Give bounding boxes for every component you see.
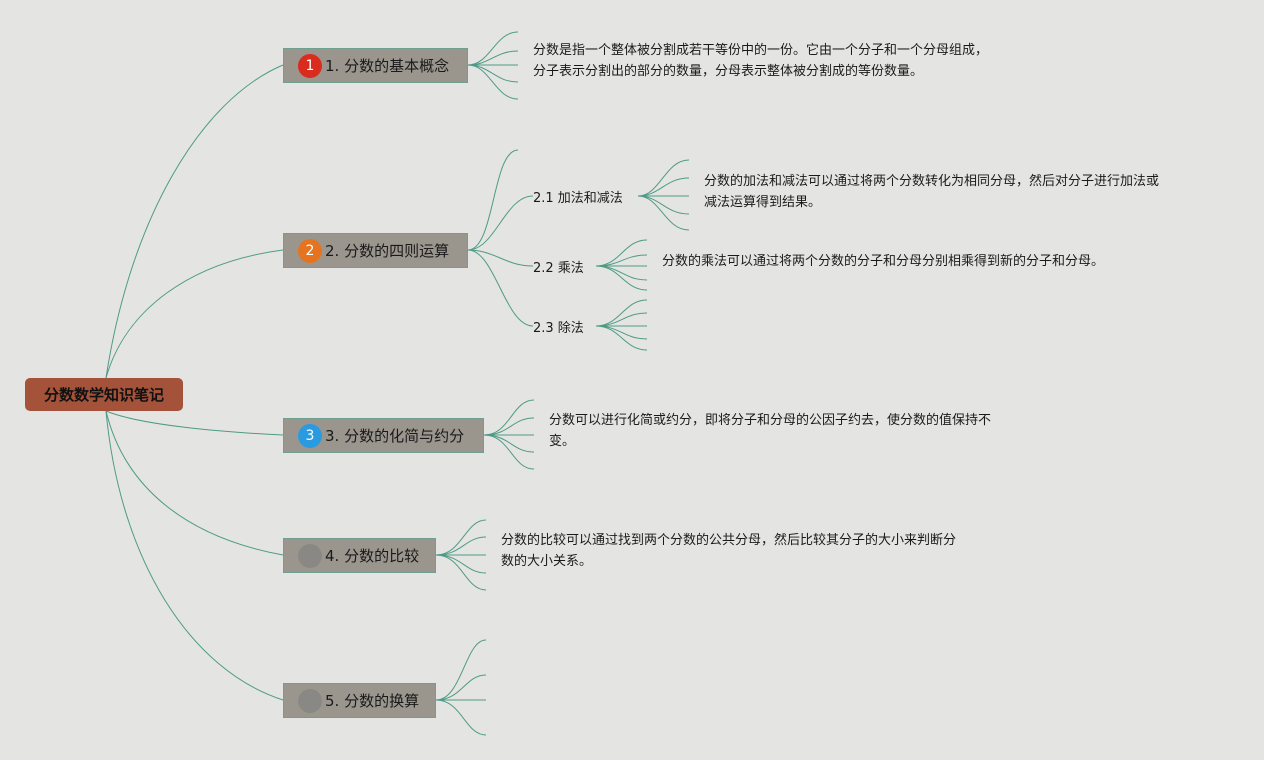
- topic-4[interactable]: 4 4. 分数的比较: [283, 538, 436, 573]
- topic-5[interactable]: 5 5. 分数的换算: [283, 683, 436, 718]
- link-root-topic-5: [105, 410, 284, 701]
- subtopic-2-2-note: 分数的乘法可以通过将两个分数的分子和分母分别相乘得到新的分子和分母。: [662, 251, 1104, 272]
- topic-3[interactable]: 3 3. 分数的化简与约分: [283, 418, 484, 453]
- topic-1-label: 1. 分数的基本概念: [325, 57, 450, 75]
- root-topic-label: 分数数学知识笔记: [43, 386, 164, 404]
- topic-2-number-badge: 2: [298, 238, 322, 263]
- topic-4-label: 4. 分数的比较: [325, 547, 420, 565]
- topic-5-number-badge: 5: [298, 688, 322, 713]
- root-topic[interactable]: 分数数学知识笔记: [25, 378, 183, 411]
- subtopic-2-3[interactable]: 2.3 除法: [533, 321, 584, 336]
- topic-1-note: 分数是指一个整体被分割成若干等份中的一份。它由一个分子和一个分母组成， 分子表示…: [533, 40, 988, 82]
- topic-4-note: 分数的比较可以通过找到两个分数的公共分母，然后比较其分子的大小来判断分 数的大小…: [501, 530, 956, 572]
- link-root-topic-3: [105, 410, 284, 436]
- note-line: 分数可以进行化简或约分，即将分子和分母的公因子约去，使分数的值保持不: [549, 413, 992, 428]
- topic-2-label: 2. 分数的四则运算: [325, 242, 450, 260]
- topic-3-note: 分数可以进行化简或约分，即将分子和分母的公因子约去，使分数的值保持不 变。: [549, 410, 991, 452]
- note-line: 分数的加法和减法可以通过将两个分数转化为相同分母，然后对分子进行加法或: [704, 174, 1160, 189]
- subtopic-2-1[interactable]: 2.1 加法和减法: [533, 191, 623, 206]
- subtopic-2-2[interactable]: 2.2 乘法: [533, 261, 584, 276]
- note-line: 变。: [549, 434, 576, 449]
- topic-2[interactable]: 2 2. 分数的四则运算: [283, 233, 468, 268]
- note-line: 分数的比较可以通过找到两个分数的公共分母，然后比较其分子的大小来判断分: [501, 533, 957, 548]
- topic-5-label: 5. 分数的换算: [325, 692, 420, 710]
- topic-1-number-badge: 1: [298, 53, 322, 78]
- note-line: 减法运算得到结果。: [704, 195, 822, 210]
- link-root-topic-1: [105, 64, 284, 379]
- topic-3-label: 3. 分数的化简与约分: [325, 427, 465, 445]
- topic-1[interactable]: 1 1. 分数的基本概念: [283, 48, 468, 83]
- topic-4-number-badge: 4: [298, 543, 322, 568]
- link-root-topic-2: [105, 249, 284, 379]
- link-root-topic-4: [105, 410, 284, 556]
- note-line: 分数的乘法可以通过将两个分数的分子和分母分别相乘得到新的分子和分母。: [662, 254, 1105, 269]
- subtopic-2-1-note: 分数的加法和减法可以通过将两个分数转化为相同分母，然后对分子进行加法或 减法运算…: [704, 171, 1159, 213]
- topic-3-number-badge: 3: [298, 423, 322, 448]
- note-line: 分子表示分割出的部分的数量，分母表示整体被分割成的等份数量。: [533, 64, 924, 79]
- note-line: 分数是指一个整体被分割成若干等份中的一份。它由一个分子和一个分母组成，: [533, 43, 989, 58]
- note-line: 数的大小关系。: [501, 554, 593, 569]
